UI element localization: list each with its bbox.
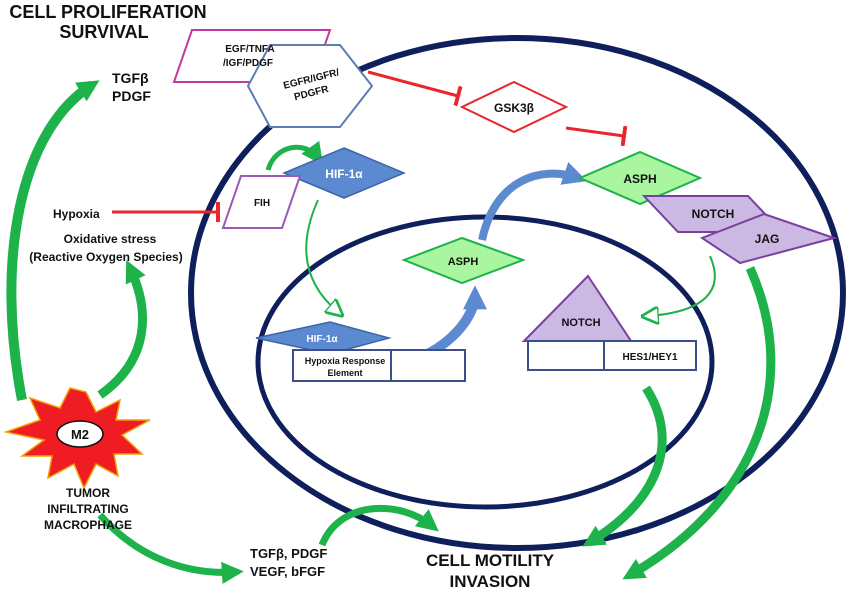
label-bottom-factors-2: VEGF, bFGF xyxy=(250,564,325,579)
jag-node xyxy=(699,212,838,265)
hes-label: HES1/HEY1 xyxy=(622,352,677,363)
hif1a-cyto-node xyxy=(282,147,406,199)
hre-label-1: Hypoxia Response xyxy=(305,356,386,366)
notch-nuc-node xyxy=(521,274,633,342)
notch-nuc-label: NOTCH xyxy=(561,317,600,329)
label-tam-2: INFILTRATING xyxy=(47,502,129,516)
gsk3b-node xyxy=(459,80,569,134)
asph-cyto-label: ASPH xyxy=(623,172,656,186)
arrow-factors-to-motility xyxy=(318,504,439,547)
hes-box xyxy=(527,340,697,371)
arrow-m2-to-proliferation xyxy=(6,80,100,401)
label-m2: M2 xyxy=(71,427,89,442)
jag-label: JAG xyxy=(755,232,780,246)
hre-box xyxy=(292,349,466,382)
arrow-asph-export xyxy=(478,161,588,241)
cell-membrane xyxy=(188,35,846,551)
arrow-hif-translocation xyxy=(305,199,338,312)
asph-nuc-node xyxy=(401,236,526,285)
label-oxidative-1: Oxidative stress xyxy=(64,232,157,246)
title-motility-2: INVASION xyxy=(450,572,531,591)
arrow-m2-to-bottom-factors xyxy=(97,512,244,584)
asph-cyto-node xyxy=(577,150,703,206)
arrow-hes-to-motility xyxy=(582,385,667,547)
m2-ellipse xyxy=(56,420,104,448)
fih-label: FIH xyxy=(254,198,270,209)
label-pdgf: PDGF xyxy=(112,88,151,104)
ligands-label-2: /IGF/PDGF xyxy=(223,58,273,69)
inhibit-gsk3b-asph xyxy=(565,125,628,147)
ligands-label-1: EGF/TNFA xyxy=(225,44,274,55)
arrow-m2-to-stress xyxy=(97,260,147,399)
arrow-jag-to-motility xyxy=(622,266,776,580)
gsk3b-label: GSK3β xyxy=(494,101,534,115)
asph-nuc-label: ASPH xyxy=(448,256,479,268)
title-proliferation-2: SURVIVAL xyxy=(59,22,148,42)
inhibit-receptor-gsk3b xyxy=(367,70,463,107)
hif1a-nuc-label: HIF-1α xyxy=(306,334,338,345)
label-tam-1: TUMOR xyxy=(66,486,110,500)
label-tgfb: TGFβ xyxy=(112,70,149,86)
label-oxidative-2: (Reactive Oxygen Species) xyxy=(29,250,182,264)
receptors-node xyxy=(246,44,374,128)
fih-node xyxy=(221,175,302,229)
arrow-fih-to-hif xyxy=(265,140,324,171)
title-motility-1: CELL MOTILITY xyxy=(426,551,555,570)
title-proliferation-1: CELL PROLIFERATION xyxy=(9,2,206,22)
notch-membrane-label: NOTCH xyxy=(692,207,735,221)
hre-label-2: Element xyxy=(327,368,362,378)
label-tam-3: MACROPHAGE xyxy=(44,518,132,532)
arrow-notch-signal xyxy=(648,255,716,316)
hif1a-cyto-label: HIF-1α xyxy=(325,167,363,181)
label-bottom-factors-1: TGFβ, PDGF xyxy=(250,546,327,561)
label-hypoxia: Hypoxia xyxy=(53,207,100,221)
